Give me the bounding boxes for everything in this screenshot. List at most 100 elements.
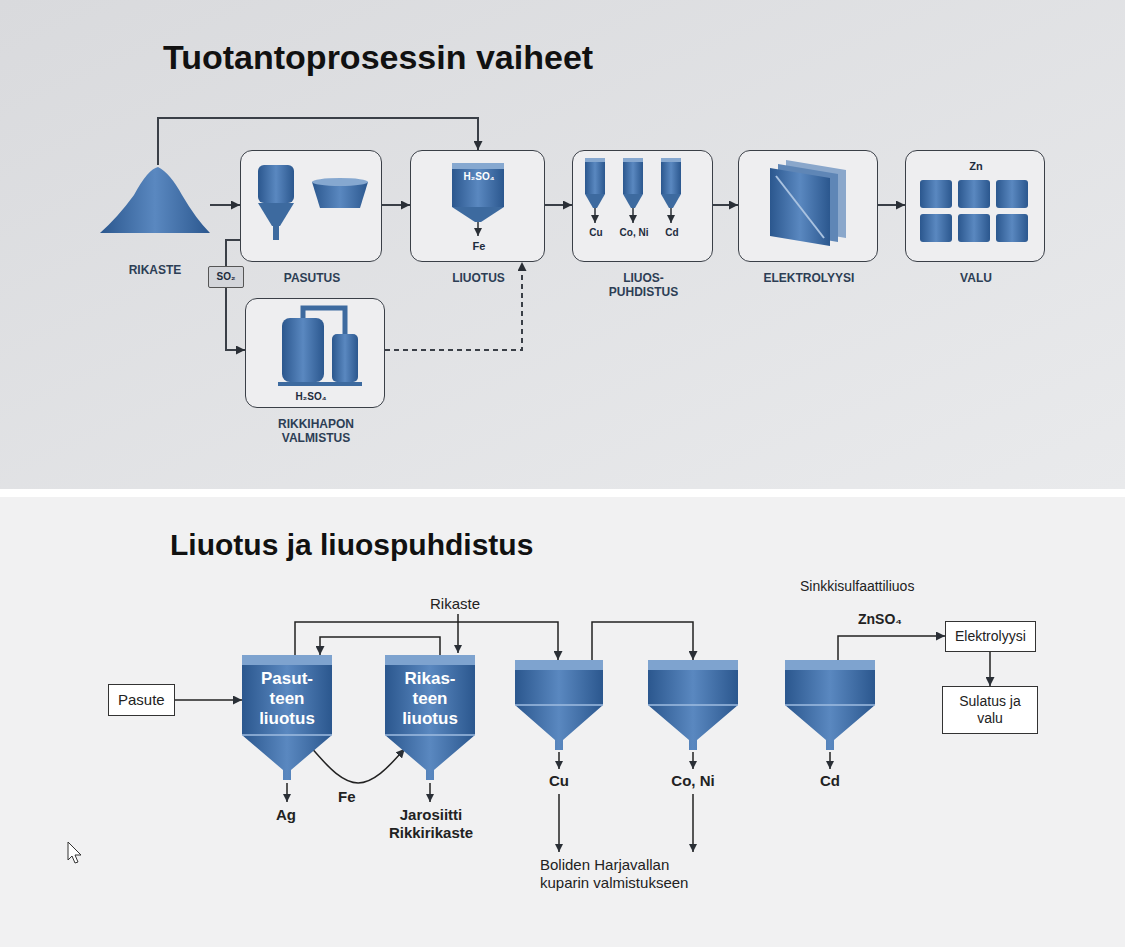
leader-arrow bbox=[692, 794, 694, 852]
ore-pile: RIKASTE bbox=[100, 165, 210, 233]
tank-cone bbox=[623, 194, 643, 208]
flow-connector bbox=[210, 204, 240, 206]
zinc-ingots-icon bbox=[920, 180, 1028, 242]
box-fill bbox=[738, 150, 878, 262]
tank-rim bbox=[242, 655, 332, 665]
tank-shape bbox=[785, 660, 875, 750]
purification-tank: Cd bbox=[785, 660, 875, 750]
tank-body bbox=[661, 162, 681, 194]
icon-label: H₂SO₄ bbox=[281, 391, 341, 403]
node-text: Co, Ni bbox=[663, 772, 723, 790]
output-arrow bbox=[558, 752, 560, 769]
purification-tank: Cu bbox=[515, 660, 603, 750]
step-caption: SO₂ bbox=[209, 271, 243, 283]
process-box: H₂SO₄RIKKIHAPON VALMISTUS bbox=[245, 298, 385, 408]
tank-seam bbox=[648, 704, 738, 706]
roaster-funnel bbox=[258, 203, 294, 226]
flow-connector bbox=[175, 699, 242, 701]
flow-connector bbox=[592, 622, 693, 660]
tank-seam bbox=[385, 734, 475, 736]
box-fill bbox=[572, 150, 713, 262]
acid-plant-icon bbox=[278, 308, 362, 386]
step-caption: RIKASTE bbox=[100, 263, 210, 277]
process-box: PASUTUS bbox=[240, 150, 382, 262]
box-fill bbox=[240, 150, 382, 262]
flow-connector bbox=[295, 622, 558, 660]
tank-seam bbox=[785, 704, 875, 706]
outlet-arrow bbox=[594, 208, 596, 223]
tank-seam bbox=[242, 734, 332, 736]
node-text: Rikas- teen liuotus bbox=[390, 669, 470, 729]
stream-label: Sinkkisulfaattiliuos bbox=[800, 578, 914, 595]
tank-body bbox=[452, 169, 504, 207]
icon-label: Co, Ni bbox=[616, 227, 652, 239]
tank-rim bbox=[785, 660, 875, 670]
leach-tank-icon bbox=[452, 163, 504, 236]
purification-tank: Co, Ni bbox=[648, 660, 738, 750]
top-panel bbox=[0, 0, 1125, 489]
tank-shape bbox=[648, 660, 738, 750]
leader-lines bbox=[287, 614, 830, 852]
tank-body bbox=[648, 670, 738, 750]
plate bbox=[770, 168, 830, 246]
node-text: Elektrolyysi bbox=[955, 628, 1026, 645]
step-caption: ELEKTROLYYSI bbox=[739, 271, 879, 285]
icon-label: Cd bbox=[654, 227, 690, 239]
node-text: Cu bbox=[529, 772, 589, 790]
box-fill bbox=[410, 150, 545, 262]
roaster-icon bbox=[258, 165, 368, 240]
step-caption: PASUTUS bbox=[241, 271, 383, 285]
tank-rim bbox=[515, 660, 603, 670]
process-box: Sulatus ja valu bbox=[942, 686, 1038, 734]
plate-shine bbox=[776, 176, 824, 238]
electrode-plates-icon bbox=[770, 160, 846, 246]
tank-band bbox=[661, 158, 681, 162]
bowl-rim bbox=[312, 178, 368, 186]
tank-cone bbox=[661, 194, 681, 208]
flow-connector bbox=[713, 204, 738, 206]
node-text: Cd bbox=[800, 772, 860, 790]
output-arrow bbox=[829, 752, 831, 769]
ingot bbox=[958, 180, 990, 208]
tower bbox=[332, 334, 358, 382]
output-label: Jarosiitti Rikkirikaste bbox=[376, 806, 486, 842]
step-caption: LIUOTUS bbox=[411, 271, 546, 285]
tank-body bbox=[623, 162, 643, 194]
outlet-arrow bbox=[632, 208, 634, 223]
step-caption: VALU bbox=[906, 271, 1046, 285]
destination-note: Boliden Harjavallan kuparin valmistuksee… bbox=[540, 856, 720, 892]
icon-label: Fe bbox=[469, 240, 489, 253]
input-box: Pasute bbox=[108, 684, 175, 716]
flow-connector bbox=[320, 637, 440, 655]
tank-rim bbox=[648, 660, 738, 670]
process-box: H₂SO₄FeLIUOTUS bbox=[410, 150, 545, 262]
output-arrow bbox=[429, 783, 431, 802]
flow-connector bbox=[989, 652, 991, 686]
tower bbox=[282, 318, 324, 382]
icon-label: H₂SO₄ bbox=[453, 171, 505, 183]
flow-connector bbox=[226, 288, 245, 350]
tank-body bbox=[515, 670, 603, 750]
outlet-arrow bbox=[670, 208, 672, 223]
process-box: ZnVALU bbox=[905, 150, 1045, 262]
purification-tanks-icon bbox=[585, 158, 681, 223]
flow-connector bbox=[545, 204, 572, 206]
output-label: Ag bbox=[276, 806, 296, 824]
output-arrow bbox=[286, 783, 288, 802]
feed-label: Rikaste bbox=[430, 595, 480, 613]
ingot bbox=[958, 214, 990, 242]
tank-rim bbox=[385, 655, 475, 665]
edge-label: Fe bbox=[336, 788, 358, 805]
tank-body bbox=[785, 670, 875, 750]
leach-tank: Pasut- teen liuotus bbox=[242, 655, 332, 780]
section-title: Liuotus ja liuospuhdistus bbox=[170, 527, 533, 563]
tank-seam bbox=[515, 704, 603, 706]
gas-tag: SO₂ bbox=[208, 266, 244, 288]
roaster-body bbox=[258, 165, 294, 203]
tank-shape bbox=[515, 660, 603, 750]
roaster-pipe bbox=[273, 226, 279, 240]
flow-connector bbox=[226, 240, 240, 266]
